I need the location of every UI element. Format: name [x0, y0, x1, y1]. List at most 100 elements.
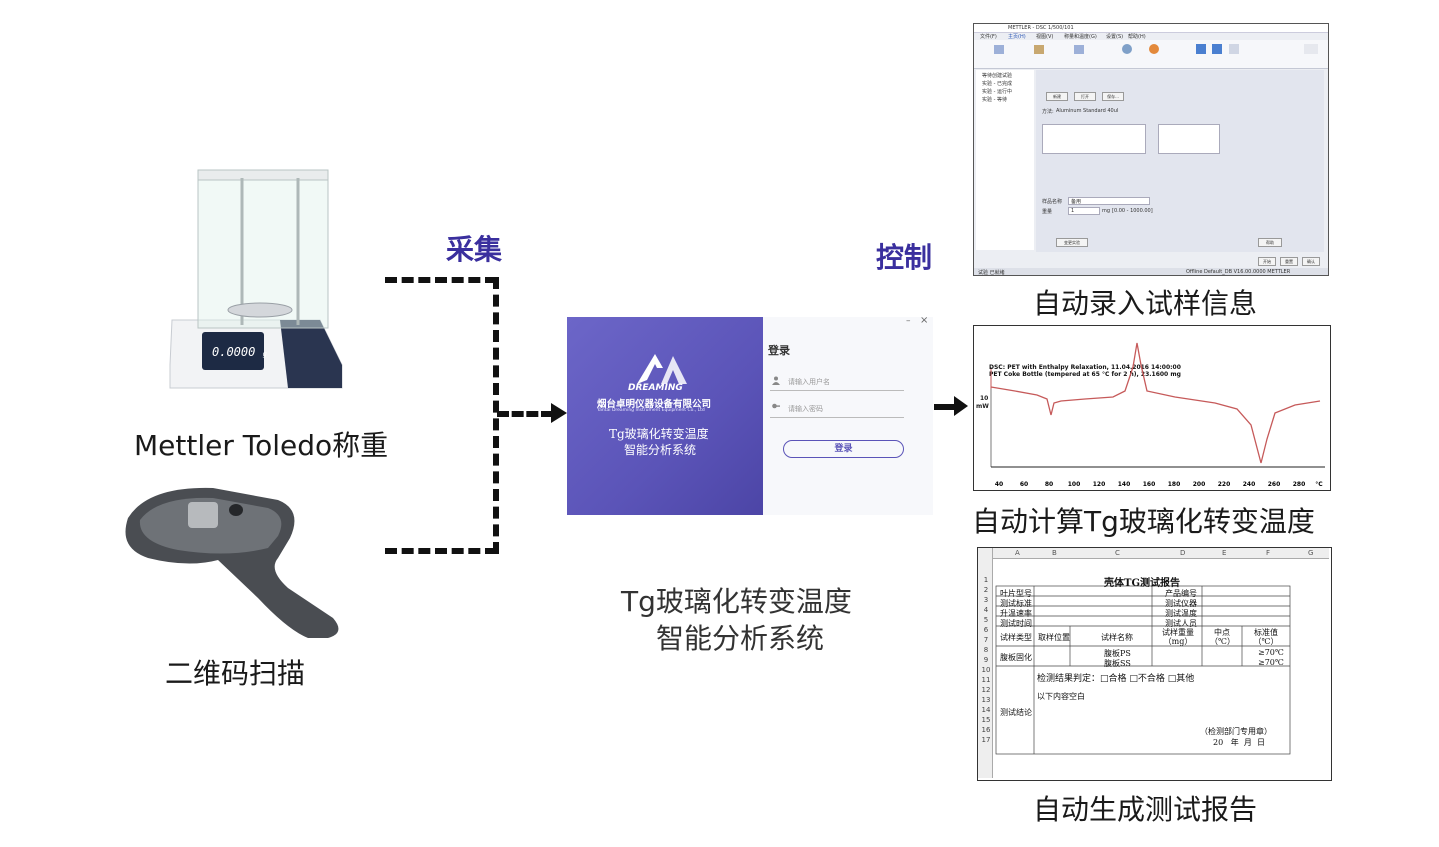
row-number[interactable]: 3 [983, 596, 989, 604]
help-button[interactable]: 帮助 [1258, 238, 1282, 247]
curve-title-1: DSC: PET with Enthalpy Relaxation, 11.04… [989, 364, 1181, 371]
login-title: 登录 [768, 344, 790, 357]
column-header-bar [978, 548, 1329, 559]
report-label-tester: 测试人员 [1165, 619, 1197, 628]
report-label-standard: 测试标准 [1000, 599, 1032, 608]
y-unit-label: mW [976, 403, 989, 410]
center-caption-line1: Tg玻璃化转变温度 [621, 585, 852, 618]
report-label-model: 叶片型号 [1000, 589, 1032, 598]
row-number[interactable]: 2 [983, 586, 989, 594]
row-number[interactable]: 13 [981, 696, 991, 704]
tree-item[interactable]: 实验 - 等待 [982, 97, 1007, 103]
new-button[interactable]: 新建 [1046, 92, 1068, 101]
weight-unit: mg [1102, 208, 1111, 214]
row-number[interactable]: 4 [983, 606, 989, 614]
stamp-note: （检测部门专用章） [1200, 727, 1272, 736]
tab-settings[interactable]: 设置(S) [1106, 34, 1124, 40]
weight-range: [0.00 - 1000.00] [1112, 208, 1153, 214]
start-button[interactable]: 开始 [1258, 257, 1276, 266]
tab-view[interactable]: 视图(V) [1036, 34, 1054, 40]
standard-ps: ≥70℃ [1258, 648, 1284, 657]
x-tick-label: 60 [1020, 481, 1028, 487]
password-field[interactable]: 请输入密码 [770, 401, 904, 418]
column-letter[interactable]: A [1015, 549, 1020, 557]
row-number[interactable]: 6 [983, 626, 989, 634]
row-number[interactable]: 14 [981, 706, 991, 714]
tree-item[interactable]: 实验 - 已完成 [982, 81, 1012, 87]
login-button[interactable]: 登录 [783, 440, 904, 458]
ribbon-toolbar [974, 40, 1328, 69]
column-letter[interactable]: C [1115, 549, 1120, 557]
sample-name-ss: 腹板SS [1104, 659, 1131, 668]
report-label-instrument: 测试仪器 [1165, 599, 1197, 608]
sample-name-field[interactable]: 备用 [1068, 197, 1150, 205]
login-form-panel [763, 317, 933, 515]
confirm-button[interactable]: 确认 [1302, 257, 1320, 266]
close-button[interactable]: × [920, 315, 929, 326]
x-tick-label: 120 [1093, 481, 1106, 487]
tab-file[interactable]: 文件(F) [980, 34, 997, 40]
standard-ss: ≥70℃ [1258, 658, 1284, 667]
balance-unit: g [262, 350, 267, 358]
status-right: Offline Default_DB V16.00.0000 METTLER [1186, 269, 1291, 275]
header-sample-weight: 试样重量（mg） [1162, 628, 1194, 646]
x-tick-label: 180 [1168, 481, 1181, 487]
report-label-temperature: 测试温度 [1165, 609, 1197, 618]
reset-button[interactable]: 重置 [1280, 257, 1298, 266]
control-label: 控制 [876, 241, 933, 274]
row-number[interactable]: 15 [981, 716, 991, 724]
key-icon [772, 403, 780, 409]
tree-item[interactable]: 实验 - 运行中 [982, 89, 1012, 95]
column-letter[interactable]: B [1052, 549, 1057, 557]
notes-box[interactable] [1042, 124, 1146, 154]
open-button[interactable]: 打开 [1074, 92, 1096, 101]
tab-home[interactable]: 主页(H) [1008, 34, 1026, 40]
weight-field[interactable]: 1 [1068, 207, 1100, 215]
brand-name: DREAMING [628, 383, 683, 393]
row-number[interactable]: 12 [981, 686, 991, 694]
save-button[interactable]: 保存... [1102, 92, 1124, 101]
sample-name-label: 样品名称 [1042, 199, 1063, 205]
scanner-caption: 二维码扫描 [165, 657, 306, 690]
to-output-arrowhead [954, 396, 968, 416]
header-sample-position: 取样位置 [1038, 633, 1070, 642]
minimize-button[interactable]: – [906, 316, 911, 326]
conclusion-label: 测试结论 [1000, 708, 1032, 717]
column-letter[interactable]: D [1180, 549, 1186, 557]
row-number[interactable]: 1 [983, 576, 989, 584]
window-title: METTLER - DSC 1/500/101 [1008, 25, 1074, 31]
column-letter[interactable]: E [1222, 549, 1227, 557]
judgement-line: 检测结果判定：□合格 □不合格 □其他 [1037, 674, 1195, 684]
row-number[interactable]: 7 [983, 636, 989, 644]
center-caption-line2: 智能分析系统 [656, 622, 825, 655]
to-output-flow-line [934, 404, 956, 410]
row-number[interactable]: 11 [981, 676, 991, 684]
row-number[interactable]: 9 [983, 656, 989, 664]
login-brand-panel [567, 317, 763, 515]
balance-caption: Mettler Toledo称重 [134, 429, 389, 462]
software-caption: 自动录入试样信息 [1033, 287, 1258, 320]
system-name-line1: Tg玻璃化转变温度 [609, 427, 709, 441]
tab-weighing[interactable]: 称量和温度(G) [1064, 34, 1097, 40]
status-bar: 试验 已就绪 Offline Default_DB V16.00.0000 ME… [974, 268, 1328, 276]
collect-label: 采集 [446, 233, 503, 266]
row-number[interactable]: 5 [983, 616, 989, 624]
tree-item[interactable]: 等待创建试验 [982, 73, 1013, 79]
column-letter[interactable]: F [1266, 549, 1271, 557]
row-number[interactable]: 17 [981, 736, 991, 744]
menu-tabs: 文件(F) 主页(H) 视图(V) 称量和温度(G) 设置(S) 帮助(H) [980, 33, 1320, 40]
report-caption: 自动生成测试报告 [1033, 793, 1258, 826]
tab-help[interactable]: 帮助(H) [1128, 34, 1146, 40]
column-letter[interactable]: G [1308, 549, 1314, 557]
header-midpoint: 中点（℃） [1210, 628, 1235, 646]
x-tick-label: 160 [1143, 481, 1156, 487]
balance-flow-line [385, 277, 497, 283]
row-number[interactable]: 16 [981, 726, 991, 734]
edit-experiment-button[interactable]: 变更实验 [1056, 238, 1088, 247]
row-number[interactable]: 10 [981, 666, 991, 674]
sample-type-value: 腹板固化 [1000, 653, 1032, 662]
program-box[interactable] [1158, 124, 1220, 154]
username-field[interactable]: 请输入用户名 [770, 374, 904, 391]
row-number[interactable]: 8 [983, 646, 989, 654]
company-en: Yantai Dreaming Instrument Equipment Co.… [597, 408, 705, 413]
